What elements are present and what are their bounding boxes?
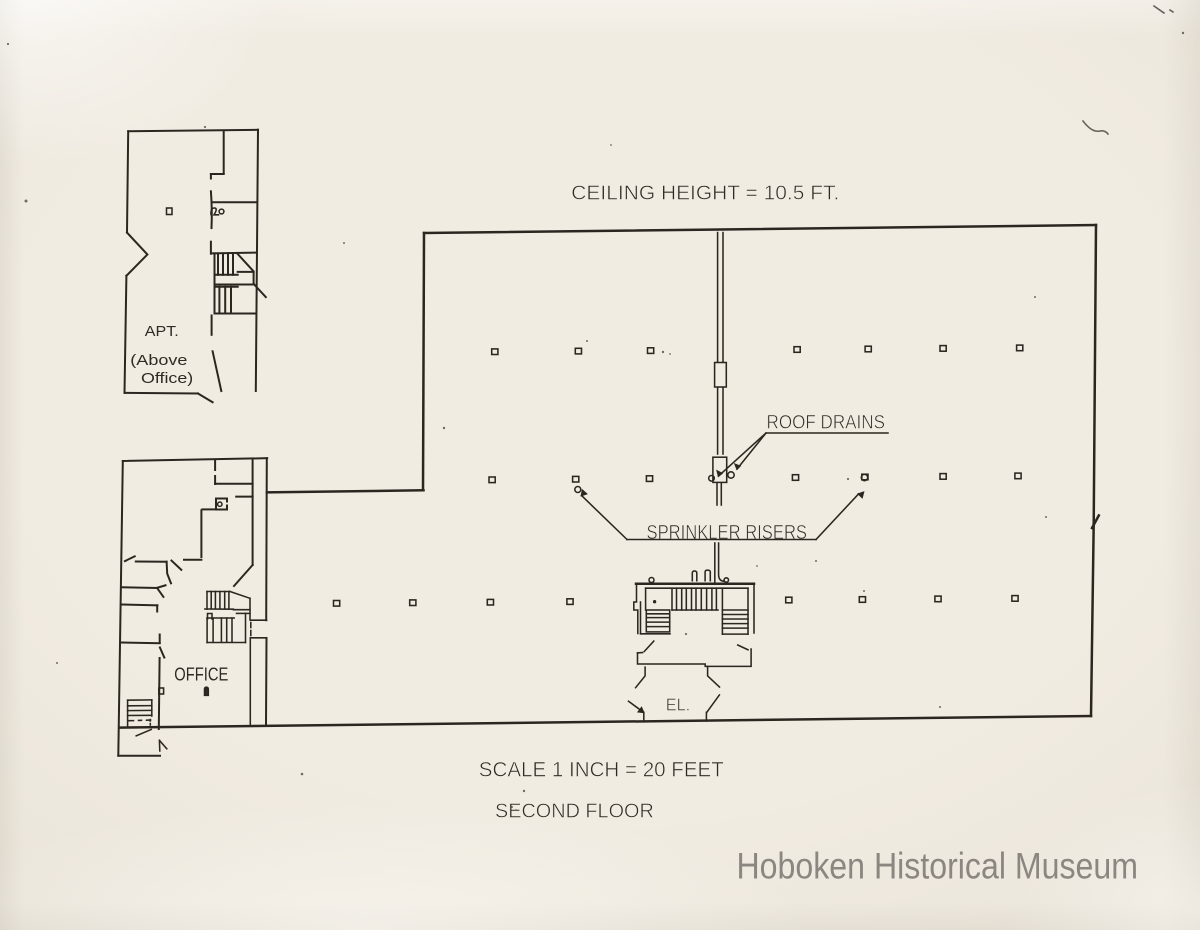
svg-text:SECOND FLOOR: SECOND FLOOR <box>495 800 654 823</box>
svg-text:Hoboken Historical Museum: Hoboken Historical Museum <box>737 846 1139 887</box>
svg-text:Office): Office) <box>141 370 193 387</box>
svg-text:CEILING HEIGHT = 10.5 FT.: CEILING HEIGHT = 10.5 FT. <box>571 182 839 204</box>
svg-text:APT.: APT. <box>145 324 179 340</box>
svg-text:ROOF DRAINS: ROOF DRAINS <box>767 413 886 434</box>
svg-text:SCALE 1 INCH = 20 FEET: SCALE 1 INCH = 20 FEET <box>479 757 724 781</box>
svg-text:OFFICE: OFFICE <box>174 665 228 685</box>
svg-text:(Above: (Above <box>130 352 187 369</box>
svg-text:SPRINKLER RISERS: SPRINKLER RISERS <box>647 522 808 544</box>
svg-text:EL.: EL. <box>666 695 691 715</box>
